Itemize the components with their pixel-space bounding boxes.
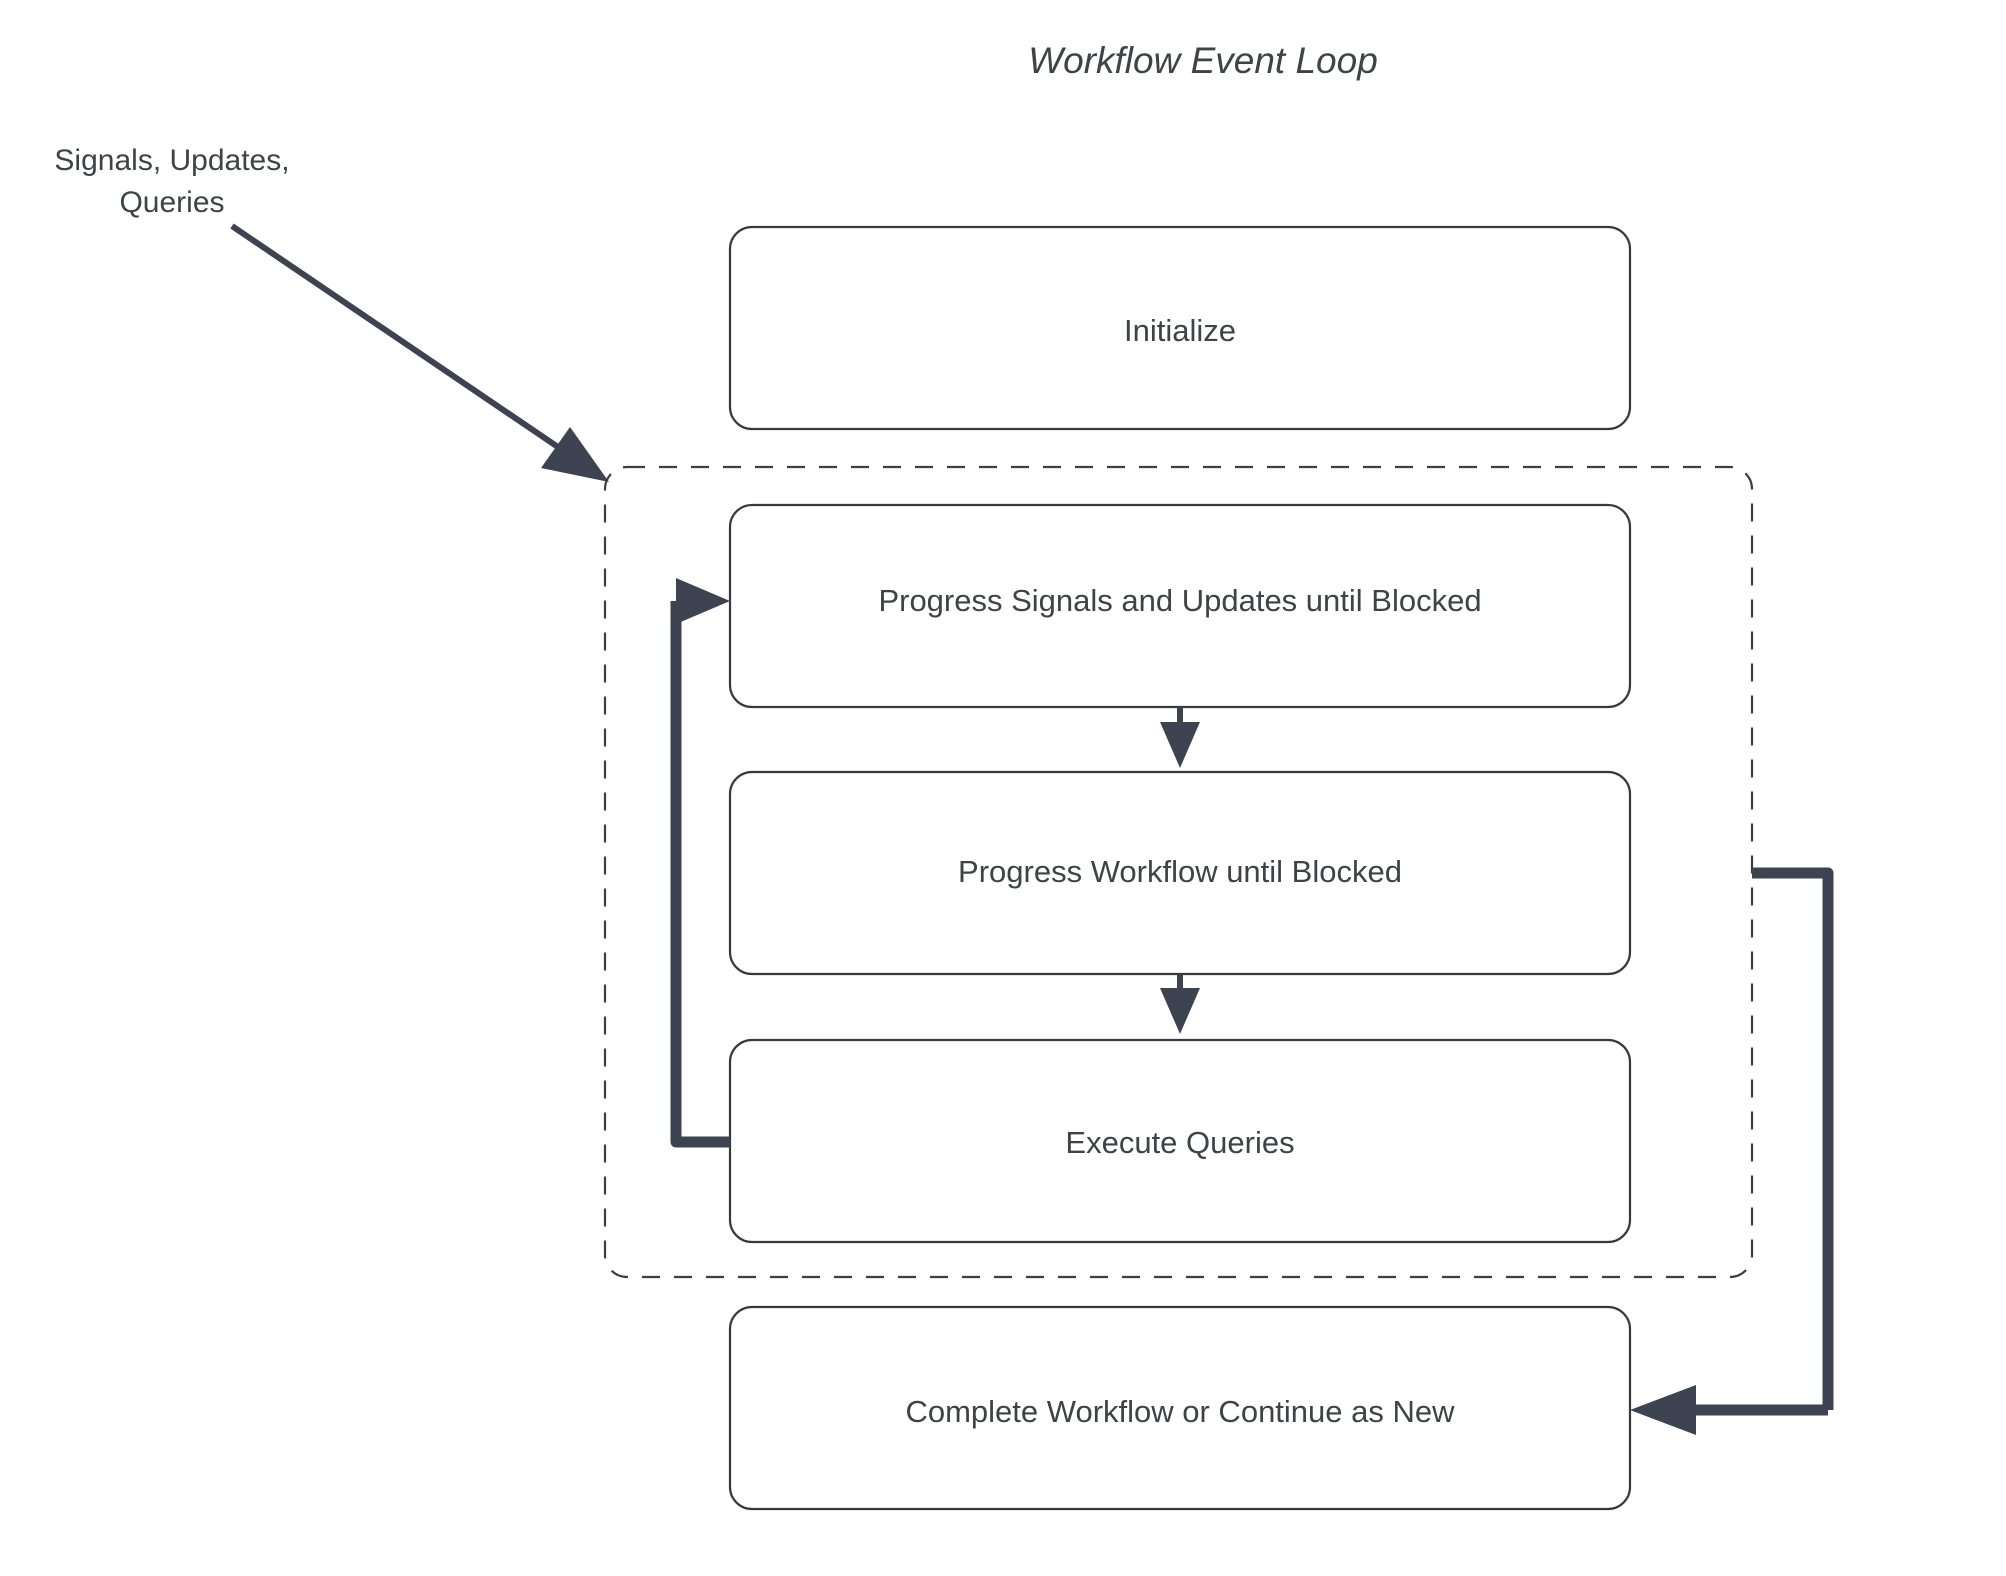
external-input-label-line2: Queries bbox=[119, 186, 224, 219]
node-progress-signals-label: Progress Signals and Updates until Block… bbox=[878, 583, 1481, 618]
node-progress-workflow-label: Progress Workflow until Blocked bbox=[958, 854, 1402, 889]
node-execute-queries-label: Execute Queries bbox=[1065, 1125, 1294, 1160]
arrow-signals-to-workflow bbox=[1160, 707, 1200, 768]
external-input-label: Signals, Updates, Queries bbox=[54, 144, 289, 219]
node-initialize-label: Initialize bbox=[1124, 313, 1236, 348]
node-initialize[interactable]: Initialize bbox=[728, 225, 1632, 431]
external-input-label-line1: Signals, Updates, bbox=[54, 144, 289, 177]
page-title: Workflow Event Loop bbox=[1028, 40, 1378, 81]
node-complete-workflow-label: Complete Workflow or Continue as New bbox=[905, 1394, 1455, 1429]
external-input-arrow bbox=[230, 223, 609, 482]
node-complete-workflow[interactable]: Complete Workflow or Continue as New bbox=[728, 1305, 1632, 1511]
node-execute-queries[interactable]: Execute Queries bbox=[728, 1038, 1632, 1244]
arrow-workflow-to-queries bbox=[1160, 974, 1200, 1034]
node-complete-workflow-shape[interactable] bbox=[728, 1305, 1632, 1511]
node-initialize-shape[interactable] bbox=[728, 225, 1632, 431]
loop-exit-arrow bbox=[1630, 867, 1834, 1435]
node-progress-signals[interactable]: Progress Signals and Updates until Block… bbox=[728, 503, 1632, 709]
node-progress-workflow[interactable]: Progress Workflow until Blocked bbox=[728, 770, 1632, 976]
loop-back-arrow bbox=[670, 578, 730, 1148]
